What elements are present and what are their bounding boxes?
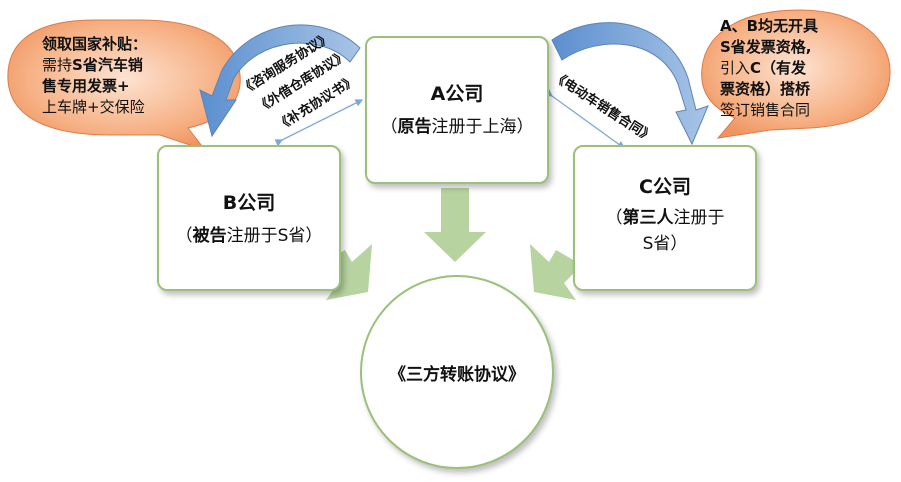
- company-b-box: B公司 （被告注册于S省）: [157, 145, 341, 291]
- link-a-b: [274, 99, 364, 147]
- curved-arrow-a-to-b: [199, 24, 361, 138]
- left-callout: 领取国家补贴： 需持S省汽车销 售专用发票+ 上车牌+交保险: [42, 34, 147, 118]
- right-callout-line5: 签订销售合同: [720, 101, 811, 119]
- left-callout-line4: 上车牌+交保险: [42, 98, 145, 116]
- company-b-role-rest: 注册于S省: [226, 226, 306, 246]
- right-callout: A、B均无开具 S省发票资格, 引入C（有发 票资格）搭桥 签订销售合同: [720, 16, 818, 121]
- company-b-name: B公司: [222, 192, 276, 214]
- center-agreement-label: 《三方转账协议》: [389, 364, 525, 385]
- link-a-c: [544, 89, 626, 149]
- right-callout-line3-bold: C（有发: [750, 59, 807, 77]
- right-callout-line4: 票资格）搭桥: [720, 80, 811, 98]
- company-c-role-bold: 第三人: [622, 208, 674, 228]
- company-b-role-bold: 被告: [192, 226, 227, 246]
- company-a-name: A公司: [430, 83, 484, 105]
- left-callout-line2-bold: S省汽车销: [72, 56, 143, 74]
- left-callout-line2-pre: 需持: [42, 56, 73, 74]
- company-c-role-rest-2: S省: [642, 234, 671, 254]
- right-callout-bubble: [701, 9, 891, 139]
- left-callout-line1: 领取国家补贴：: [42, 35, 148, 53]
- arrow-a-down: [424, 188, 486, 262]
- left-callout-line3: 售专用发票+: [42, 77, 130, 95]
- curved-arrow-a-to-c: [551, 22, 709, 146]
- left-callout-bubble: [7, 19, 241, 151]
- company-a-role-bold: 原告: [397, 117, 432, 137]
- center-agreement-circle: 《三方转账协议》: [360, 275, 554, 469]
- company-a-role-rest: 注册于上海: [431, 117, 517, 137]
- right-callout-line1: A、B均无开具: [720, 17, 819, 35]
- right-callout-line2: S省发票资格,: [720, 38, 812, 56]
- company-c-name: C公司: [639, 176, 691, 198]
- company-a-box: A公司 （原告注册于上海）: [365, 36, 549, 184]
- company-c-role-rest-1: 注册于: [673, 208, 725, 228]
- right-callout-line3-pre: 引入: [720, 59, 751, 77]
- company-c-box: C公司 （第三人注册于 S省）: [573, 145, 757, 291]
- arrow-c-to-center: [530, 244, 582, 300]
